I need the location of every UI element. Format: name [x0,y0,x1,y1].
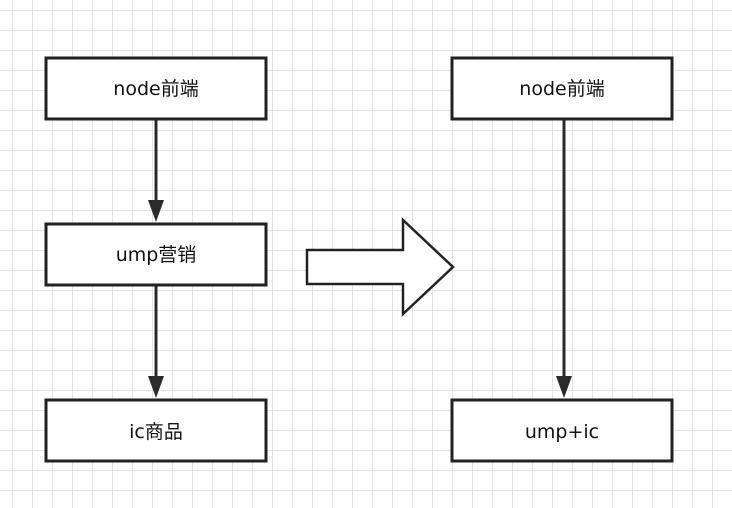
right-arrow-outline-icon [305,217,455,317]
node-box-node-frontend[interactable]: node前端 [44,56,268,121]
node-box-node-frontend-after[interactable]: node前端 [450,56,674,121]
node-label: ic商品 [129,421,183,443]
edge-node-frontend-to-ump-plus-ic [556,119,572,398]
edge-ump-marketing-to-ic-product [148,285,164,398]
node-label: ump+ic [525,421,599,443]
node-box-ic-product[interactable]: ic商品 [44,398,268,463]
node-box-ump-marketing[interactable]: ump营销 [44,222,268,287]
node-label: node前端 [113,78,198,100]
after-group: node前端 ump+ic [450,56,674,463]
node-label: node前端 [519,78,604,100]
node-label: ump营销 [116,244,197,266]
edge-node-frontend-to-ump-marketing [148,119,164,222]
node-box-ump-plus-ic[interactable]: ump+ic [450,398,674,463]
before-group: node前端 ump营销 ic商品 [44,56,268,463]
